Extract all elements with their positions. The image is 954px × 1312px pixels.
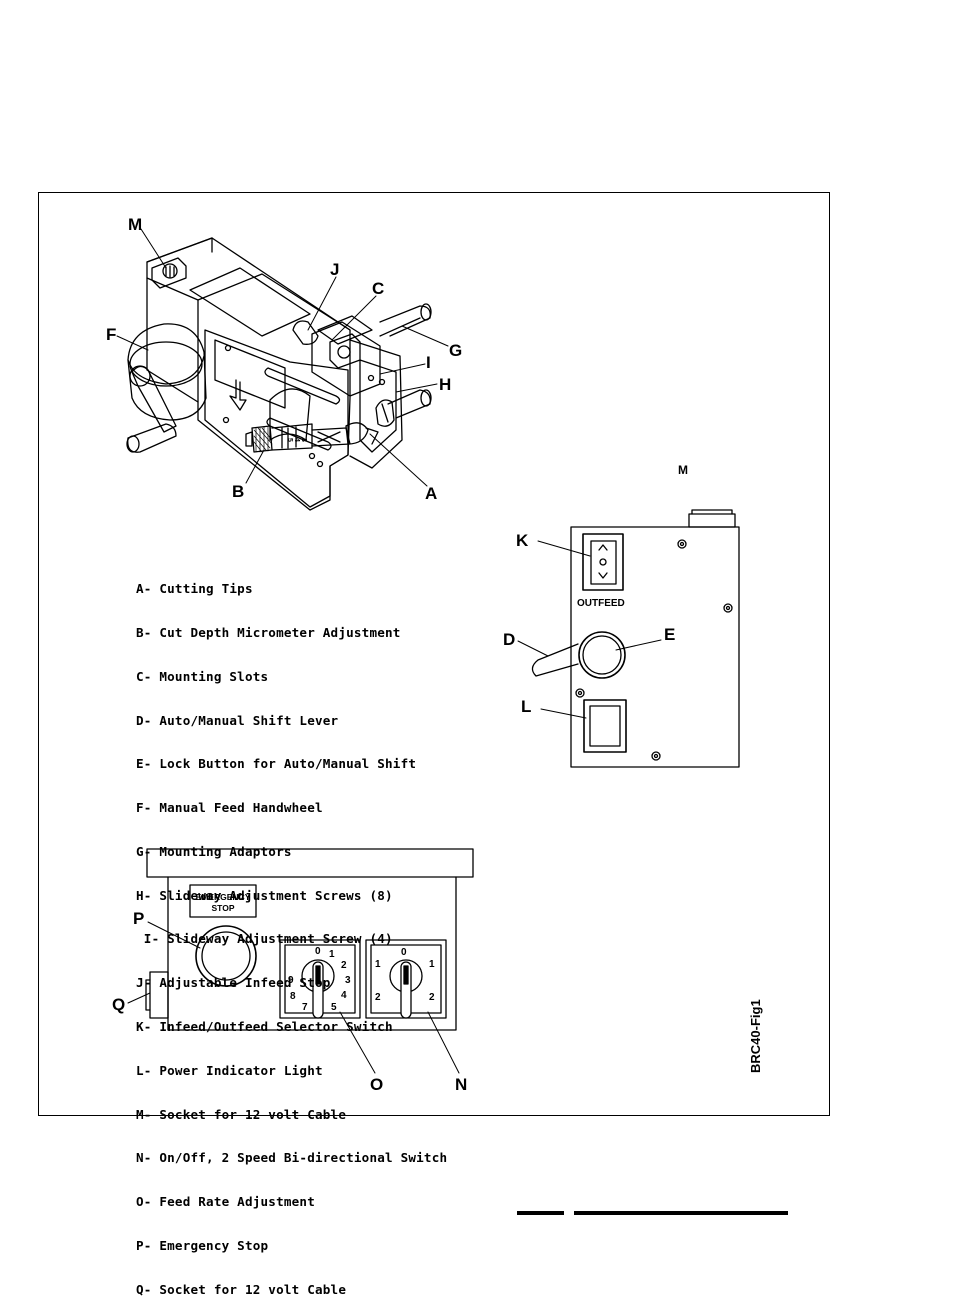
legend-item: P- Emergency Stop [136,1237,269,1253]
dial-number: 3 [345,975,351,986]
legend-item: F- Manual Feed Handwheel [136,800,323,816]
dial-number: 1 [329,949,335,960]
legend-item: D- Auto/Manual Shift Lever [136,712,339,728]
dial-number: 7 [302,1002,308,1013]
legend-item: A- Cutting Tips [136,581,253,597]
control-box-drawing [531,509,740,768]
legend-item: B- Cut Depth Micrometer Adjustment [136,624,401,640]
technical-diagram: 5 4 3 M J C F G I H B A [106,215,740,1094]
callout-d: D [503,630,515,649]
callout-c: C [372,279,384,298]
callout-h: H [439,375,451,394]
legend-item: Q- Socket for 12 volt Cable [136,1281,347,1297]
callout-q: Q [112,995,125,1014]
legend-item: K- Infeed/Outfeed Selector Switch [136,1019,393,1034]
callout-j: J [330,260,339,279]
estop-label-line1: EMERGENCY [196,892,251,902]
callout-g: G [449,341,462,360]
footer-rule-short [517,1211,564,1215]
legend-item: N- On/Off, 2 Speed Bi-directional Switch [136,1150,448,1166]
parts-legend: A- Cutting Tips B- Cut Depth Micrometer … [136,553,447,1312]
pendant-drawing [145,848,474,1031]
callout-o: O [370,1075,383,1094]
cutting-tool-drawing [126,237,432,511]
legend-item: M- Socket for 12 volt Cable [136,1106,347,1122]
callout-p: P [133,909,144,928]
callout-n: N [455,1075,467,1094]
callout-m-box: M [678,463,688,477]
control-box-leader-lines [517,540,662,719]
dial-number: 4 [341,990,347,1001]
estop-label-line2: STOP [212,903,235,913]
dial-number: 0 [401,947,407,958]
micrometer-mark: 5 [286,438,293,442]
outfeed-label: OUTFEED [577,598,625,609]
dial-number: 1 [429,959,435,970]
dial-number: 2 [375,992,381,1003]
callout-l: L [521,697,531,716]
callout-k: K [516,531,529,550]
pendant-leader-lines [127,921,460,1074]
legend-item: O- Feed Rate Adjustment [136,1194,315,1210]
callout-f: F [106,325,116,344]
dial-number: 5 [331,1002,337,1013]
legend-item: E- Lock Button for Auto/Manual Shift [136,756,417,772]
footer-rule-long [574,1211,788,1215]
callout-e: E [664,625,675,644]
tool-leader-lines [116,228,449,487]
dial-number: 0 [315,946,321,957]
figure-id: BRC40-Fig1 [748,999,763,1073]
legend-item: H- Slideway Adjustment Screws (8) [136,887,393,903]
micrometer-mark: 3 [300,438,307,442]
dial-number: 9 [288,975,294,986]
legend-item: L- Power Indicator Light [136,1062,323,1078]
legend-item: J- Adjustable Infeed Stop [136,975,331,991]
dial-number: 2 [429,992,435,1003]
callout-a: A [425,484,437,503]
figure-frame [38,192,830,1116]
micrometer-mark: 4 [293,438,300,442]
callout-m: M [128,215,142,234]
legend-item: G- Mounting Adaptors [136,843,292,859]
callout-b: B [232,482,244,501]
dial-number: 2 [341,960,347,971]
dial-number: 8 [290,991,296,1002]
legend-item: C- Mounting Slots [136,668,269,684]
dial-number: 1 [375,959,381,970]
legend-item: I- Slideway Adjustment Screw (4) [136,931,393,947]
callout-i: I [426,353,431,372]
